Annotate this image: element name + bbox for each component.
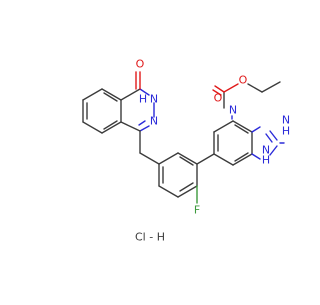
lactam-hydrogen-label: H (139, 93, 147, 106)
bond (214, 85, 225, 93)
imidazole-top-nitrogen-label: N (229, 104, 237, 117)
carbamate-chain (212, 81, 285, 144)
bond (269, 130, 278, 141)
bond (139, 152, 160, 165)
bond (196, 153, 215, 165)
ester-oxygen-label: O (239, 74, 248, 87)
bond (213, 153, 234, 166)
methylene-linker (139, 130, 160, 165)
bond (177, 152, 198, 165)
ring-nitrogen-label: N (150, 115, 158, 128)
bond (179, 156, 194, 166)
bond (234, 124, 249, 134)
bond (251, 153, 261, 160)
ketone-oxygen-label: O (136, 58, 145, 71)
bond (158, 185, 179, 198)
diazine-ring (120, 71, 155, 132)
carbamate-hydrogen-label: H (282, 125, 290, 138)
bond (251, 126, 261, 133)
imidazole-hydrogen-label: H (262, 154, 270, 167)
bond (82, 88, 103, 101)
bond (265, 133, 273, 143)
bond (138, 120, 146, 126)
bond (269, 145, 278, 156)
bond (179, 182, 194, 192)
bond (261, 81, 281, 93)
bond (82, 121, 103, 134)
bond (139, 125, 150, 132)
structure-diagram: O N H N F N N H N H O O Cl - H (82, 58, 290, 244)
bond (120, 121, 141, 132)
imidazole-ring (251, 126, 278, 160)
bond (139, 88, 150, 96)
bond (212, 89, 222, 96)
benzo-ring (82, 88, 122, 134)
bond (158, 152, 179, 165)
bond (234, 152, 249, 162)
bond (103, 120, 118, 130)
fluorophenyl-ring (158, 152, 198, 204)
bond (101, 121, 122, 134)
hydrochloride-label: Cl - H (135, 231, 165, 244)
molecule-canvas: O N H N F N N H N H O O Cl - H (82, 58, 290, 244)
benzimidazole-benzene-ring (213, 120, 253, 166)
bond (103, 92, 118, 102)
bond (223, 83, 239, 93)
imidazole-bottom-nitrogen-label: N (262, 144, 270, 157)
fluorine-label: F (194, 204, 200, 217)
lactam-nitrogen-label: N (150, 93, 158, 106)
bond (177, 185, 198, 198)
bond (120, 88, 141, 101)
bond (232, 120, 253, 133)
bond (101, 88, 122, 101)
carbonyl-oxygen-label: O (214, 92, 223, 105)
bond (213, 120, 234, 133)
carbamate-nitrogen-label: N (282, 114, 290, 127)
bond (247, 83, 263, 93)
bond (232, 153, 253, 166)
